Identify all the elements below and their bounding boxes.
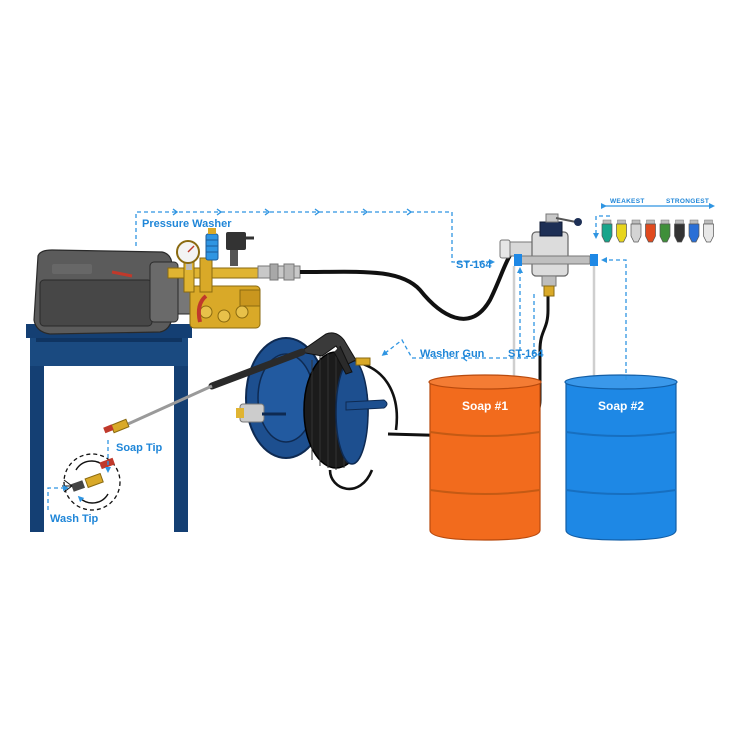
nozzle-tip-1 xyxy=(601,219,613,243)
nozzle-tip-7 xyxy=(688,219,700,243)
pressure-washer-label: Pressure Washer xyxy=(142,218,232,230)
soap-tip-label: Soap Tip xyxy=(116,442,163,454)
flow-tips-to-injector xyxy=(593,215,610,239)
reel-lower-hose xyxy=(328,469,374,491)
flow-wash-tip xyxy=(47,485,69,510)
outlet-fitting xyxy=(257,263,301,281)
pressure-gauge xyxy=(176,240,200,270)
nozzle-tip-2 xyxy=(616,219,627,243)
soap-drum-1: Soap #1 xyxy=(428,374,542,541)
spray-wand xyxy=(103,348,306,434)
pump-assembly xyxy=(167,257,281,329)
flow-injector-to-gun xyxy=(381,294,535,359)
strongest-label: STRONGEST xyxy=(666,198,709,205)
nozzle-swap-circle xyxy=(62,453,121,511)
wash-tip-label: Wash Tip xyxy=(50,513,99,525)
washer-gun-label: Washer Gun xyxy=(420,348,485,360)
flow-soap2-up xyxy=(601,257,627,380)
soap-drum-2: Soap #2 xyxy=(564,374,678,541)
flow-arrows xyxy=(47,208,627,510)
weakest-label: WEAKEST xyxy=(610,198,645,205)
nozzle-tip-5 xyxy=(659,219,671,243)
nozzle-tip-3 xyxy=(630,219,642,243)
machine-stand xyxy=(26,324,192,532)
nozzle-tip-6 xyxy=(674,219,685,243)
washer-gun xyxy=(298,332,371,375)
main-hose xyxy=(299,250,514,321)
pressure-switch xyxy=(226,232,254,266)
nozzle-tips xyxy=(601,219,714,243)
nozzle-tip-4 xyxy=(645,219,656,243)
soap-1-label: Soap #1 xyxy=(462,399,508,413)
unloader-spring xyxy=(205,228,219,261)
st164-injector xyxy=(499,213,598,297)
st164-label-mid: ST-164 xyxy=(508,348,544,360)
pressure-washer-motor xyxy=(33,249,193,335)
st164-label-top: ST-164 xyxy=(456,259,492,271)
flow-path-top xyxy=(135,211,495,265)
soap-2-label: Soap #2 xyxy=(598,399,644,413)
nozzle-tip-set: WEAKEST STRONGEST xyxy=(601,198,715,243)
nozzle-tip-8 xyxy=(703,219,714,243)
